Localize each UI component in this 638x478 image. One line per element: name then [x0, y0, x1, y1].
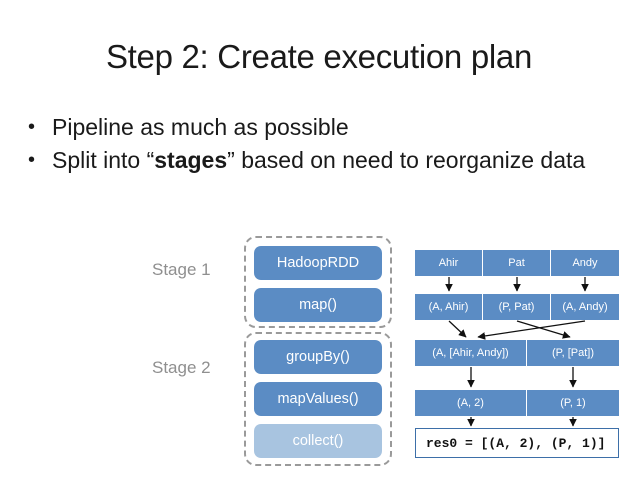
- plan-node-mapvalues[interactable]: mapValues(): [254, 382, 382, 416]
- bullet-text: Split into “stages” based on need to reo…: [52, 145, 618, 176]
- flow-arrows: [445, 277, 589, 427]
- bullet-text-pre: Pipeline as much as possible: [52, 114, 349, 140]
- page-title: Step 2: Create execution plan: [105, 38, 533, 75]
- bullet-list: • Pipeline as much as possible • Split i…: [28, 112, 618, 178]
- data-cell: (A, Ahir): [415, 294, 483, 320]
- data-cell: (P, Pat): [483, 294, 551, 320]
- bullet-text-bold: stages: [154, 147, 228, 173]
- data-cell: (P, [Pat]): [527, 340, 619, 366]
- plan-node-collect[interactable]: collect(): [254, 424, 382, 458]
- data-cell: (A, Andy): [551, 294, 619, 320]
- bullet-text-pre: Split into “: [52, 147, 155, 173]
- bullet-text: Pipeline as much as possible: [52, 112, 618, 143]
- stage-2-label: Stage 2: [152, 358, 211, 377]
- data-cell: Ahir: [415, 250, 483, 276]
- result-output: res0 = [(A, 2), (P, 1)]: [415, 428, 619, 458]
- list-item: • Pipeline as much as possible: [28, 112, 618, 143]
- execution-plan-diagram: Stage 1 Stage 2 HadoopRDD map() groupBy(…: [0, 232, 638, 478]
- data-cell: (P, 1): [527, 390, 619, 416]
- list-item: • Split into “stages” based on need to r…: [28, 145, 618, 176]
- bullet-text-post: ” based on need to reorganize data: [227, 147, 586, 173]
- data-cell: Pat: [483, 250, 551, 276]
- stage-1-box: [244, 236, 392, 328]
- data-cell: (A, 2): [415, 390, 527, 416]
- plan-node-map[interactable]: map(): [254, 288, 382, 322]
- bullet-marker: •: [28, 149, 36, 171]
- data-cell: (A, [Ahir, Andy]): [415, 340, 527, 366]
- plan-node-groupby[interactable]: groupBy(): [254, 340, 382, 374]
- stage-2-box: [244, 332, 392, 466]
- data-cell: Andy: [551, 250, 619, 276]
- stage-1-label: Stage 1: [152, 260, 211, 279]
- plan-node-hadooprdd[interactable]: HadoopRDD: [254, 246, 382, 280]
- bullet-marker: •: [28, 116, 36, 138]
